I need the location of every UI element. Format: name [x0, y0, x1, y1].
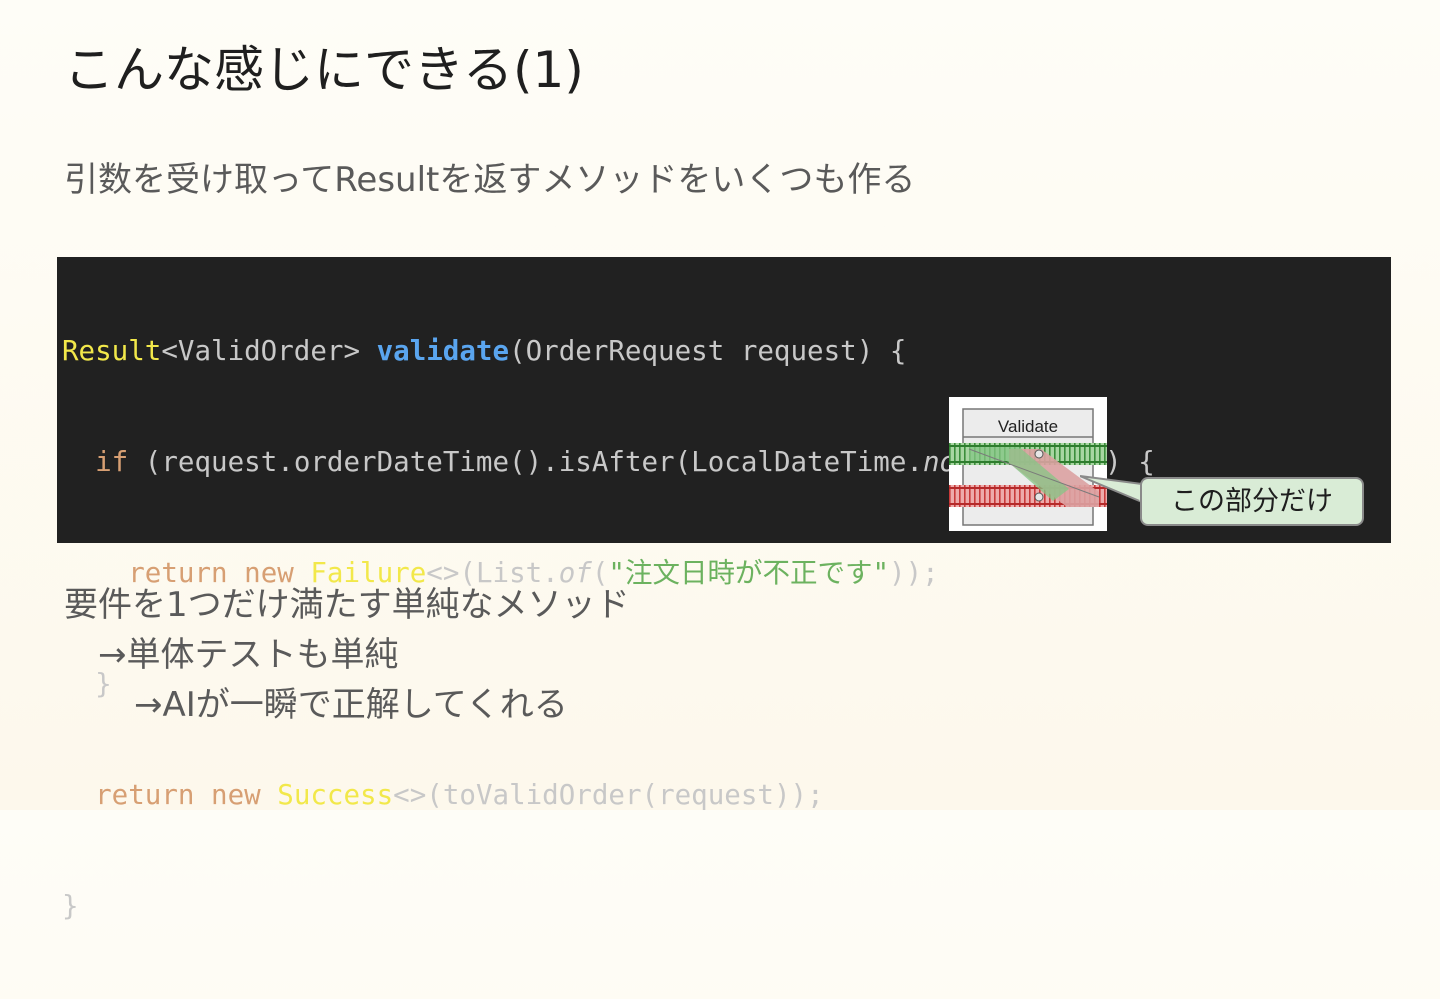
code-token-paren: )); [889, 557, 939, 589]
code-line-6: } [62, 890, 79, 922]
callout-pointer [1080, 475, 1143, 504]
code-line-5: return new Success<>(toValidOrder(reques… [62, 777, 1155, 814]
code-token-expr: <>(List. [426, 557, 559, 589]
code-token-type: Failure [310, 557, 427, 589]
code-token-keyword: new [211, 779, 261, 811]
slide-title: こんな感じにできる(1) [64, 41, 584, 99]
callout-bubble: この部分だけ [1140, 477, 1364, 526]
code-token-expr: <>(toValidOrder(request)); [393, 779, 824, 811]
railway-diagram-graphic: Validate [949, 408, 1107, 526]
code-token-type: Success [277, 779, 394, 811]
code-token-type: Result [62, 335, 162, 367]
code-token-string: "注文日時が不正です" [608, 557, 890, 589]
code-token-params: (OrderRequest request) { [509, 335, 907, 367]
code-token-expr: (request.orderDateTime().isAfter(LocalDa… [128, 446, 923, 478]
code-token-keyword: if [95, 446, 129, 478]
code-line-1: Result<ValidOrder> validate(OrderRequest… [62, 333, 1155, 370]
code-token-method: validate [376, 335, 510, 367]
code-token-keyword: new [244, 557, 294, 589]
slide-subtitle: 引数を受け取ってResultを返すメソッドをいくつも作る [64, 160, 916, 200]
note-line-1: 要件を1つだけ満たす単純なメソッド [64, 585, 630, 625]
code-token-static-call: of [558, 557, 592, 589]
code-line-3: return new Failure<>(List.of("注文日時が不正です"… [62, 555, 1155, 592]
code-indent [62, 779, 95, 811]
code-token-paren: ( [591, 557, 609, 589]
code-token-keyword: return [128, 557, 228, 589]
railway-diagram: Validate [949, 397, 1107, 531]
code-text: Result<ValidOrder> validate(OrderRequest… [62, 259, 1155, 999]
note-line-3: →AIが一瞬で正解してくれる [134, 685, 568, 725]
code-indent [62, 446, 95, 478]
note-line-2: →単体テストも単純 [98, 635, 399, 675]
code-block: Result<ValidOrder> validate(OrderRequest… [57, 257, 1391, 922]
code-token-generic: <ValidOrder> [161, 335, 377, 367]
code-line-4: } [62, 668, 112, 700]
code-token-keyword: return [95, 779, 195, 811]
diagram-label: Validate [998, 417, 1058, 436]
